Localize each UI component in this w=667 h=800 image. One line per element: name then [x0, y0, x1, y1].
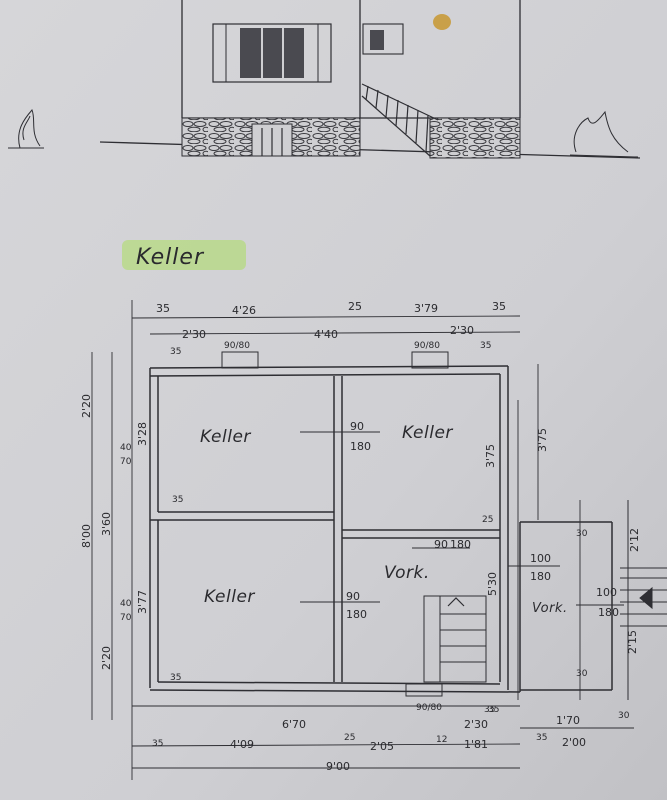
dim-right-outer: 3'75 [536, 428, 549, 452]
room-label-keller-top-right: Keller [402, 423, 453, 443]
dim-top-5: 35 [492, 300, 506, 313]
bush-left [8, 109, 44, 149]
dim-right-small-2: 35 [484, 705, 495, 715]
dim-bottom-row3-2: 4'09 [230, 738, 254, 751]
elevation-window-large [212, 23, 332, 83]
dim-right-small-1: 25 [482, 515, 493, 525]
dim-bottom-row3-6: 1'81 [464, 738, 488, 751]
dim-top-3: 25 [348, 300, 362, 313]
dim-door-2-height: 180 [450, 538, 471, 551]
dim-top-row2-3: 2'30 [450, 324, 474, 337]
elevation-window-small [362, 23, 404, 55]
elevation-drawing [8, 0, 641, 159]
dim-window-top-right: 90/80 [414, 341, 440, 351]
dim-bottom-row3-7: 35 [536, 733, 547, 743]
dim-left-inner-2: 3'60 [100, 512, 113, 536]
room-label-keller-bottom-left: Keller [204, 587, 255, 607]
dim-left-inner-3: 3'77 [136, 590, 149, 614]
paper-stain [433, 14, 451, 30]
dim-top-2: 4'26 [232, 304, 256, 317]
dim-door-1-height: 180 [350, 440, 371, 453]
dim-bottom-row3-5: 12 [436, 735, 447, 745]
floor-plan: Keller Keller Keller Vork. Vork. 35 4'26… [80, 300, 667, 780]
dimension-lines [91, 300, 634, 780]
dim-left-inner-1: 3'28 [136, 422, 149, 446]
dim-left-small-1: 40 [120, 443, 132, 453]
dim-bottom-row2-1: 2'30 [464, 718, 488, 731]
dim-top-small-1: 35 [170, 347, 181, 357]
room-label-keller-top-left: Keller [200, 427, 251, 447]
page-title: Keller [136, 245, 205, 270]
bush-right [569, 110, 639, 158]
dim-top-4: 3'79 [414, 302, 438, 315]
dim-bottom-total: 9'00 [326, 760, 350, 773]
dim-bottom-row1: 6'70 [282, 718, 306, 731]
dim-left-small-3: 35 [172, 495, 183, 505]
dim-bottom-row3-8: 2'00 [562, 736, 586, 749]
dim-left-outer-2: 8'00 [80, 524, 93, 548]
dim-door-3-width: 90 [346, 590, 360, 603]
dim-far-right-2: 100 [596, 586, 617, 599]
stone-plinth-right [429, 117, 521, 159]
dim-top-small-2: 35 [480, 341, 491, 351]
dim-left-outer-1: 2'20 [80, 394, 93, 418]
dim-bottom-window: 90/80 [416, 703, 442, 713]
title-highlight [122, 240, 246, 270]
dim-window-top-left: 90/80 [224, 341, 250, 351]
dim-door-1-width: 90 [350, 420, 364, 433]
dim-bottom-row3-9: 30 [618, 711, 630, 721]
dim-right-inner-2: 5'30 [486, 572, 499, 596]
dim-left-outer-3: 2'20 [100, 646, 113, 670]
dim-right-small-3: 30 [576, 529, 588, 539]
dim-bottom-row2-2: 1'70 [556, 714, 580, 727]
dim-left-small-6: 35 [170, 673, 181, 683]
dim-right-inner-1: 3'75 [484, 444, 497, 468]
dim-left-small-2: 70 [120, 457, 132, 467]
dim-far-right-1: 2'12 [628, 528, 641, 552]
dim-top-row2-1: 2'30 [182, 328, 206, 341]
dim-left-small-5: 70 [120, 613, 132, 623]
room-label-vorraum: Vork. [384, 563, 430, 583]
elevation-staircase [361, 83, 439, 157]
dim-left-small-4: 40 [120, 599, 132, 609]
dim-stair-small: 35 [488, 705, 499, 715]
room-label-vorraum-right: Vork. [532, 601, 568, 616]
plan-staircase [423, 595, 487, 683]
dim-bottom-row3-4: 2'05 [370, 740, 394, 753]
dim-door-2-width: 90 [434, 538, 448, 551]
dim-bottom-row3-3: 25 [344, 733, 355, 743]
dim-door-3-height: 180 [346, 608, 367, 621]
dim-top-row2-2: 4'40 [314, 328, 338, 341]
dim-right-small-4: 30 [576, 669, 588, 679]
dim-right-door-height: 180 [530, 570, 551, 583]
dim-bottom-row3-1: 35 [152, 739, 163, 749]
dim-far-right-3: 180 [598, 606, 619, 619]
dim-right-door-width: 100 [530, 552, 551, 565]
dim-top-1: 35 [156, 302, 170, 315]
dim-far-right-4: 2'15 [626, 630, 639, 654]
external-stair [620, 500, 667, 700]
